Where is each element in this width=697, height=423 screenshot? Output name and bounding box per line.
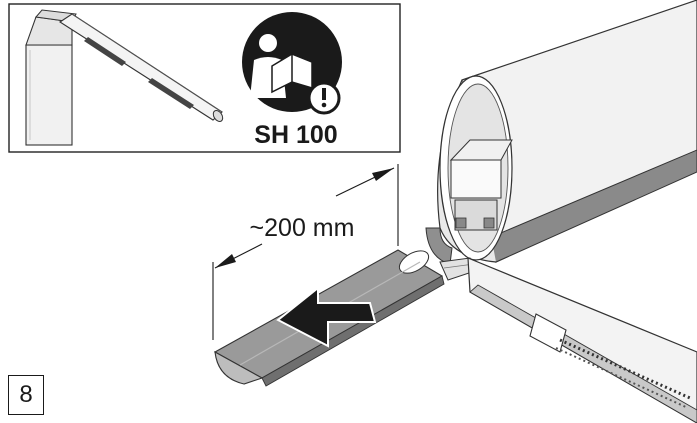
inset-panel: SH 100 <box>8 3 401 153</box>
cutter-knife-drawing <box>439 257 697 423</box>
pull-direction-arrow <box>276 285 377 348</box>
read-manual-icon <box>242 12 342 115</box>
step-number: 8 <box>19 381 33 408</box>
barrier-boom-drawing <box>58 13 224 122</box>
manual-code-label: SH 100 <box>254 121 337 149</box>
dimension-label: ~200 mm <box>250 214 355 242</box>
boom-profile-drawing <box>425 0 697 265</box>
step-number-box: 8 <box>8 375 44 415</box>
dimension-marker <box>212 164 399 340</box>
barrier-post-drawing <box>25 9 77 146</box>
